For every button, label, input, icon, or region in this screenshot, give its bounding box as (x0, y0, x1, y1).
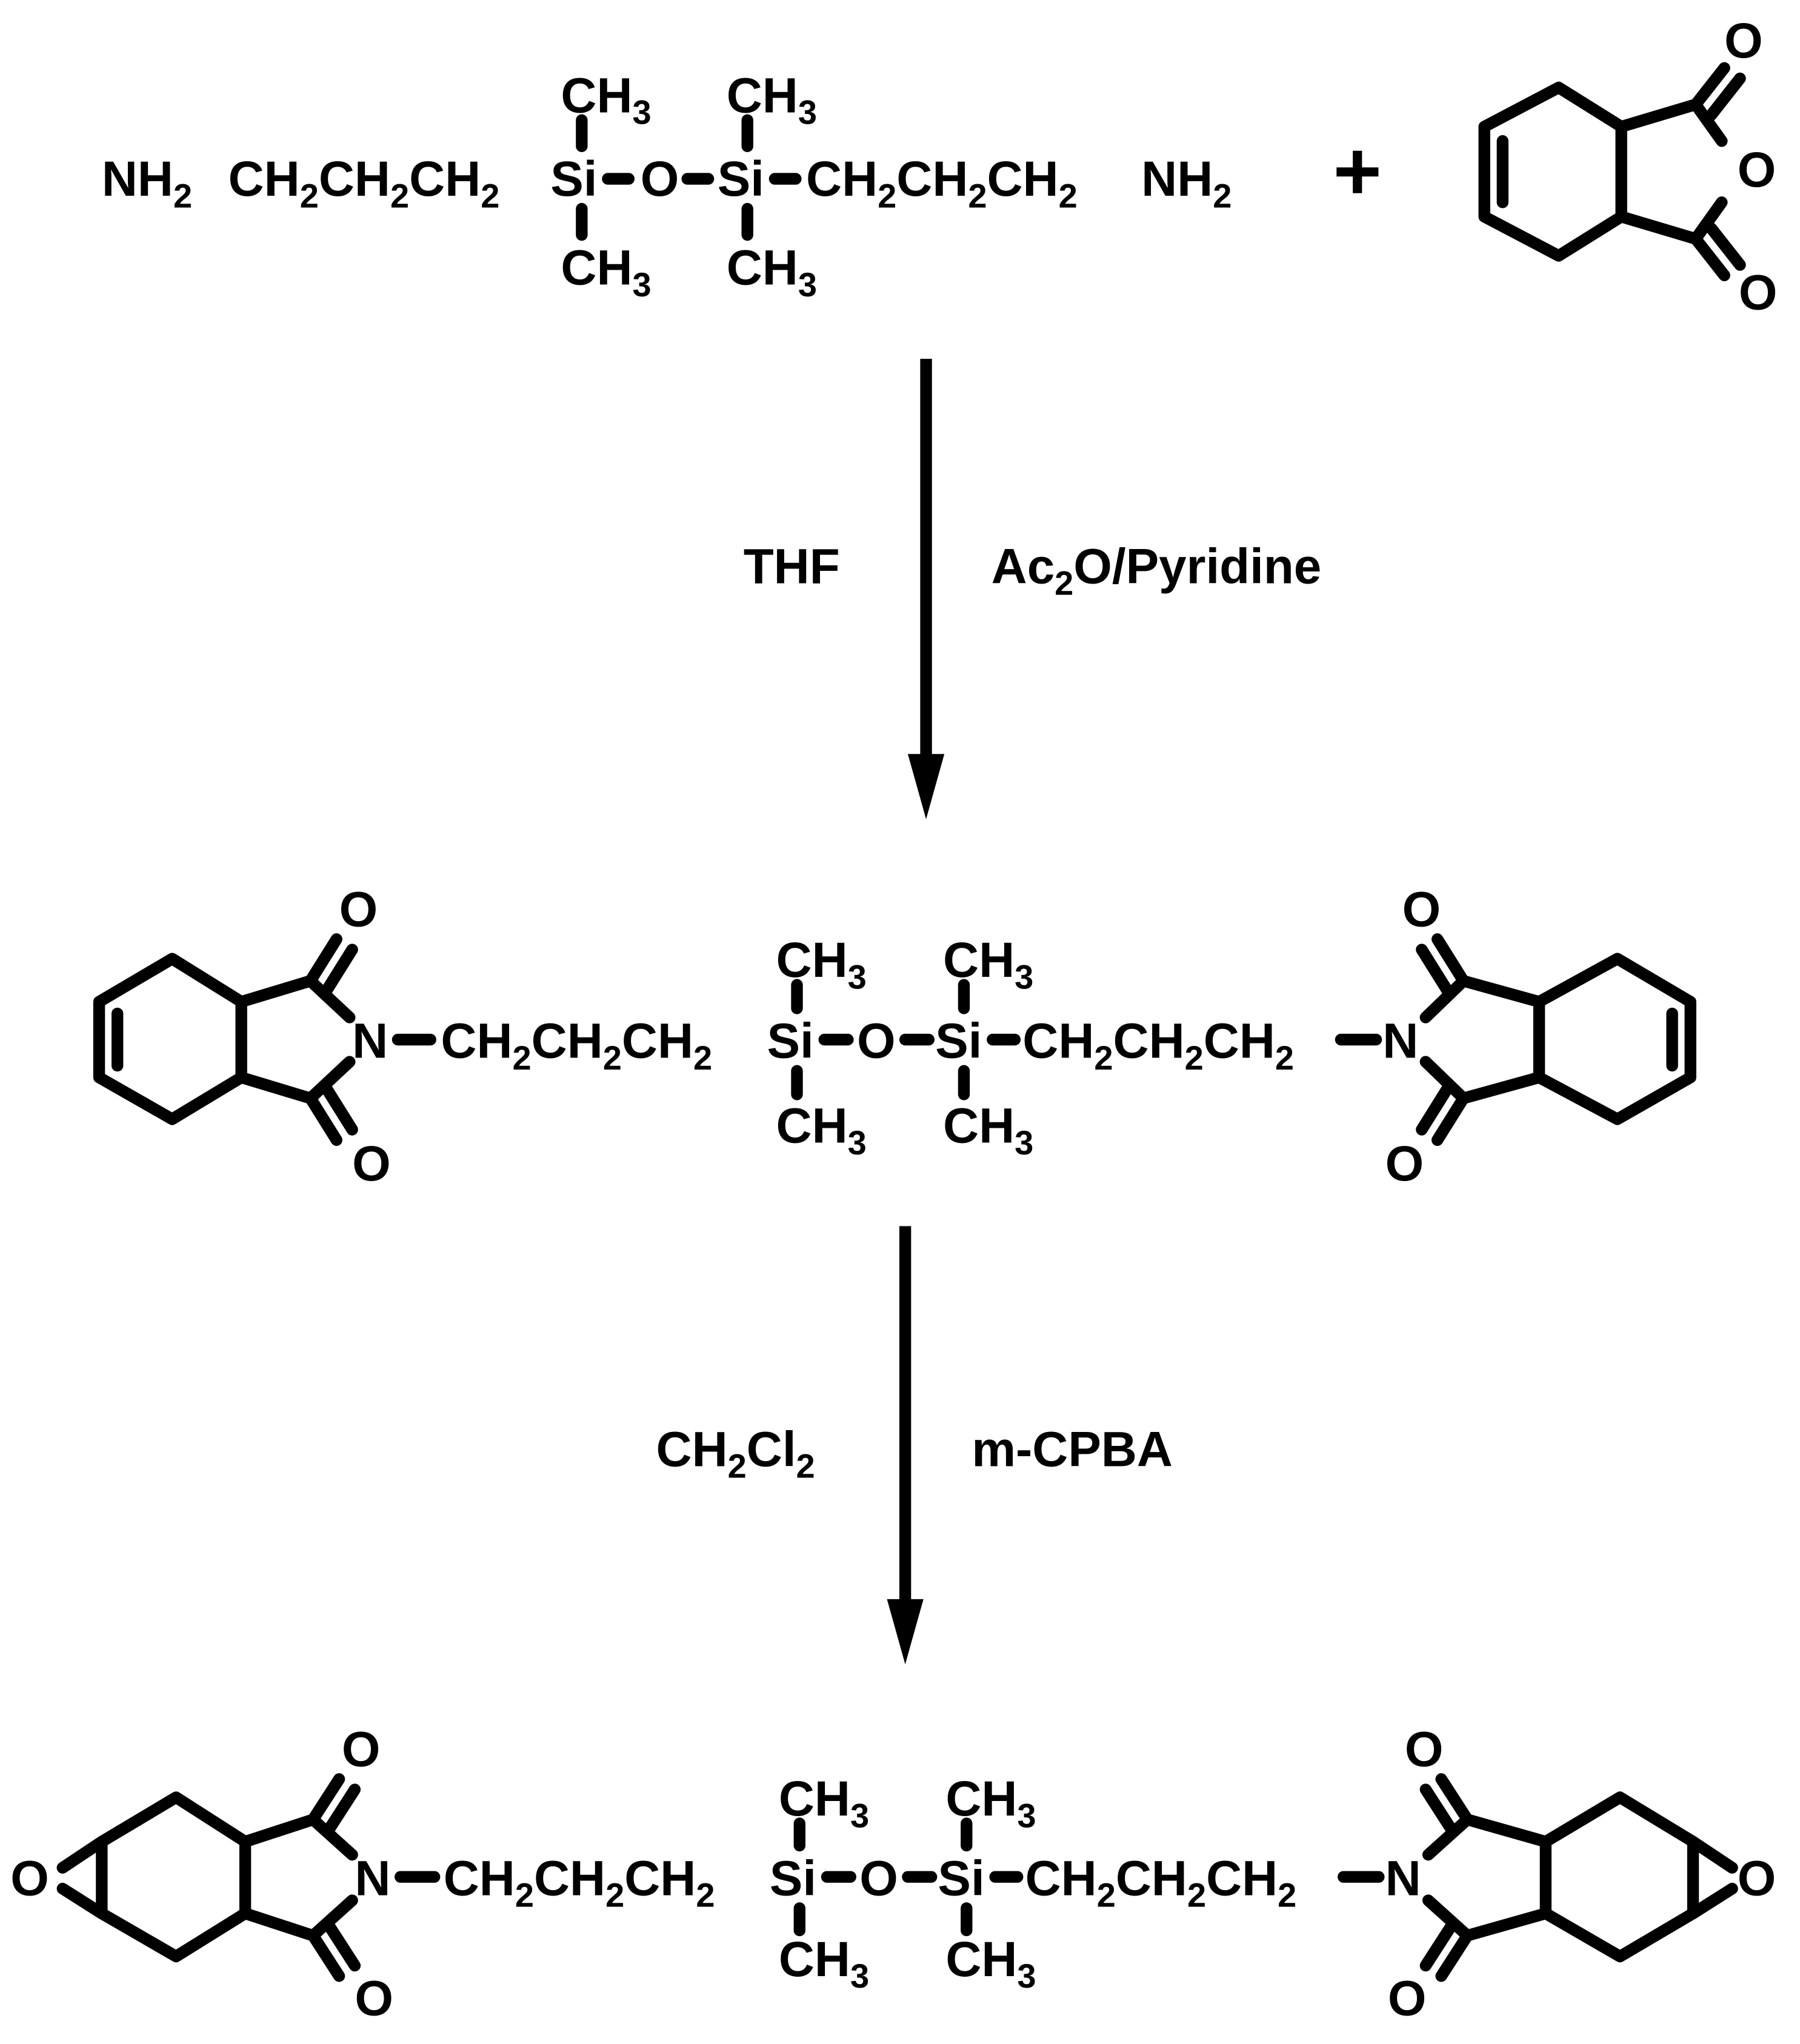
reaction-arrow-1 (907, 359, 945, 819)
propyl-chain-right-3: CH2CH2CH2 (1025, 1851, 1297, 1914)
intermediate-bis-imide: O O N CH2CH2CH2 Si O Si CH2CH2CH2 CH3 CH… (93, 882, 1696, 1191)
imide-right-o-bottom: O (1385, 1136, 1424, 1191)
product-imide-right-o-top: O (1405, 1722, 1444, 1777)
silicon-left-2: Si (767, 1014, 813, 1069)
methyl-si2-top: CH3 (727, 68, 817, 131)
propyl-chain-left-3: CH2CH2CH2 (444, 1851, 715, 1914)
anhydride-carbonyl-o-top: O (1724, 13, 1763, 68)
reaction-arrow-2 (887, 1226, 924, 1665)
methyl-si1-top-2: CH3 (776, 933, 867, 996)
oxygen-bridge-2: O (857, 1014, 896, 1069)
silicon-right-2: Si (935, 1014, 982, 1069)
reactant-tetrahydrophthalic-anhydride: O O O (1478, 13, 1778, 320)
methyl-si2-bottom: CH3 (727, 240, 817, 303)
epoxide-right-o: O (1738, 1851, 1776, 1906)
methyl-si2-bottom-3: CH3 (945, 1932, 1036, 1995)
methyl-si1-bottom-2: CH3 (776, 1099, 867, 1162)
product-imide-left-o-bottom: O (355, 1971, 393, 2026)
product-imide-right-n: N (1385, 1851, 1421, 1906)
propyl-chain-left: CH2CH2CH2 (228, 151, 500, 215)
reactant-diamine-siloxane: NH2 CH2CH2CH2 Si O Si CH2CH2CH2 NH2 CH3 … (102, 68, 1232, 303)
epoxide-left-o: O (10, 1851, 49, 1906)
propyl-chain-right-2: CH2CH2CH2 (1022, 1014, 1294, 1077)
silicon-left: Si (550, 151, 597, 207)
imide-right-o-top: O (1402, 882, 1441, 937)
product-imide-left-n: N (355, 1851, 390, 1906)
silicon-right-3: Si (938, 1851, 984, 1906)
oxygen-bridge-3: O (859, 1851, 898, 1906)
methyl-si2-top-2: CH3 (943, 933, 1033, 996)
imide-right-n: N (1382, 1014, 1418, 1069)
plus-sign: + (1333, 125, 1382, 218)
propyl-chain-right: CH2CH2CH2 (806, 151, 1078, 215)
silicon-right: Si (718, 151, 764, 207)
product-imide-left-o-top: O (342, 1722, 381, 1777)
silicon-left-3: Si (770, 1851, 816, 1906)
methyl-si2-bottom-2: CH3 (943, 1099, 1033, 1162)
anhydride-carbonyl-o-bottom: O (1739, 265, 1778, 320)
imide-left-n: N (352, 1014, 388, 1069)
methyl-si1-top: CH3 (561, 68, 651, 131)
methyl-si2-top-3: CH3 (945, 1771, 1036, 1834)
imide-left-o-top: O (339, 882, 378, 937)
step2-solvent-label: CH2Cl2 (656, 1422, 815, 1485)
imide-left-o-bottom: O (352, 1136, 391, 1191)
oxygen-bridge: O (641, 151, 679, 207)
methyl-si1-top-3: CH3 (779, 1771, 869, 1834)
amine-right-label: NH2 (1141, 151, 1232, 215)
step1-solvent-label: THF (744, 539, 840, 594)
methyl-si1-bottom-3: CH3 (779, 1932, 869, 1995)
step1-reagent-label: Ac2O/Pyridine (992, 539, 1322, 602)
amine-left-label: NH2 (102, 151, 192, 215)
anhydride-ring-o: O (1738, 142, 1776, 198)
product-bis-epoxy-imide: O O O N CH2CH2CH2 Si O Si CH2CH2CH2 CH3 … (10, 1722, 1776, 2026)
product-imide-right-o-bottom: O (1388, 1971, 1427, 2026)
methyl-si1-bottom: CH3 (561, 240, 651, 303)
propyl-chain-left-2: CH2CH2CH2 (441, 1014, 712, 1077)
step2-reagent-label: m-CPBA (972, 1422, 1173, 1477)
